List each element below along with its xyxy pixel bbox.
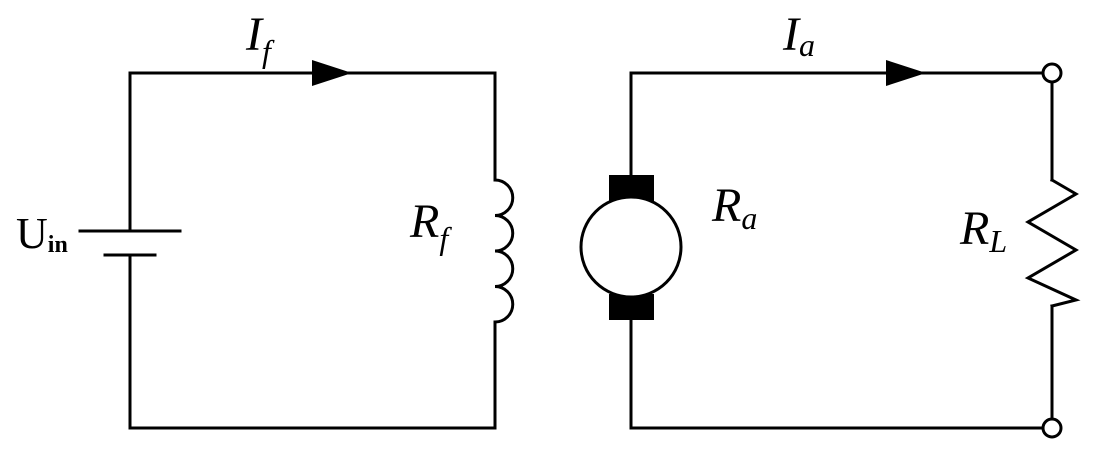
dc-machine-symbol bbox=[579, 175, 683, 320]
field-current-label: If bbox=[245, 8, 275, 69]
input-voltage-label: Uin bbox=[16, 209, 68, 258]
field-circuit bbox=[78, 60, 515, 430]
field-resistance-label: Rf bbox=[409, 195, 452, 256]
armature-bottom-wire bbox=[629, 318, 1045, 430]
load-resistor-zigzag bbox=[1024, 177, 1081, 308]
battery-symbol bbox=[78, 178, 182, 257]
bottom-output-terminal bbox=[1041, 417, 1063, 439]
top-output-terminal bbox=[1041, 62, 1063, 84]
field-current-arrow bbox=[312, 60, 352, 86]
armature-top-wire bbox=[629, 71, 1045, 177]
armature-resistance-label: Ra bbox=[711, 179, 757, 236]
field-inductor-coil bbox=[494, 178, 515, 324]
armature-circuit bbox=[579, 60, 1081, 439]
field-top-left-wire bbox=[128, 71, 497, 182]
armature-current-label: Ia bbox=[782, 8, 815, 63]
armature-current-arrow bbox=[886, 60, 926, 86]
load-resistance-label: RL bbox=[959, 202, 1007, 259]
field-bottom-wire bbox=[128, 253, 497, 430]
